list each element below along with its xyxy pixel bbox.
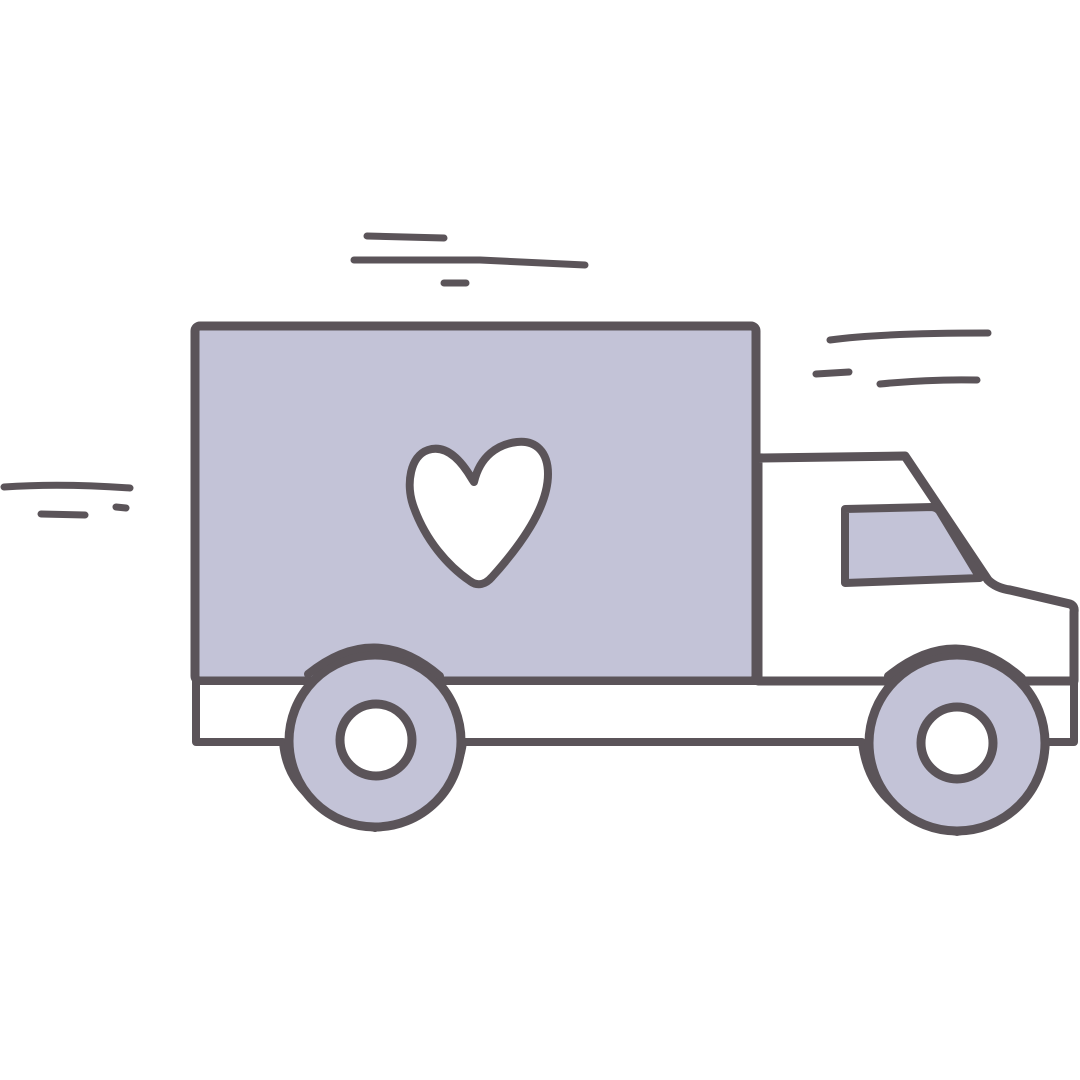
speed-line-right-2 bbox=[812, 368, 853, 378]
truck-icon bbox=[190, 321, 1079, 836]
speed-line-right-1 bbox=[826, 329, 992, 344]
cab-window bbox=[841, 503, 984, 587]
speed-line-left-1 bbox=[0, 481, 134, 492]
speed-line-left-3 bbox=[112, 503, 130, 512]
front-wheel bbox=[864, 650, 1050, 836]
speed-line-top-1 bbox=[363, 232, 448, 242]
front-hub bbox=[916, 702, 998, 784]
front-wheel-arch bbox=[884, 644, 1026, 682]
speed-lines-icon bbox=[0, 232, 992, 519]
heart-icon bbox=[405, 437, 552, 589]
rear-hub bbox=[335, 699, 417, 781]
rear-wheel bbox=[284, 650, 466, 832]
speed-line-right-3 bbox=[876, 376, 981, 388]
speed-line-left-2 bbox=[37, 510, 89, 519]
rear-wheel-arch bbox=[304, 643, 444, 680]
speed-line-top-2 bbox=[350, 256, 589, 269]
